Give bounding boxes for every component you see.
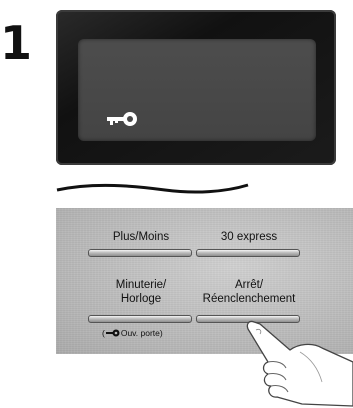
oven-display (56, 10, 336, 165)
display-screen (78, 39, 316, 141)
door-open-note: ( Ouv. porte) (102, 328, 163, 338)
door-open-note-text: Ouv. porte) (121, 328, 163, 338)
key-icon (106, 329, 120, 337)
step-number: 1 (0, 18, 40, 68)
section-divider (55, 176, 250, 198)
30-express-label: 30 express (194, 230, 304, 244)
door-open-note-prefix: ( (102, 328, 105, 338)
plus-moins-button[interactable] (88, 249, 192, 257)
arret-label-line1: Arrêt/ (194, 278, 304, 292)
30-express-button[interactable] (196, 249, 300, 257)
plus-moins-label: Plus/Moins (86, 230, 196, 244)
minuterie-horloge-button[interactable] (88, 315, 192, 323)
minuterie-label-line2: Horloge (86, 292, 196, 306)
pointing-hand-icon (240, 318, 353, 408)
arret-label-line2: Réenclenchement (188, 292, 310, 306)
minuterie-label-line1: Minuterie/ (86, 278, 196, 292)
key-icon (107, 111, 139, 127)
